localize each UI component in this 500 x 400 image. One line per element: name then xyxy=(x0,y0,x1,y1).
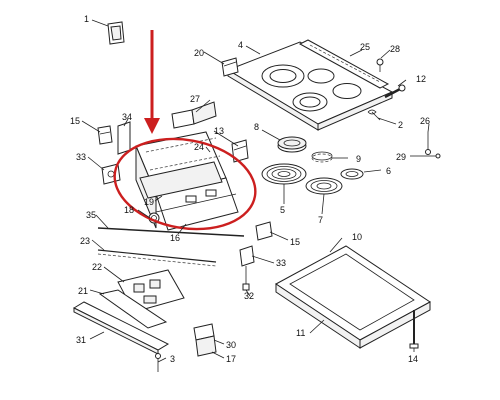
callout-2: 2 xyxy=(398,120,403,130)
part-6-element xyxy=(340,168,364,180)
part-5-coil xyxy=(261,163,307,185)
part-21-plate xyxy=(98,289,168,329)
part-4-cooktop xyxy=(226,41,394,131)
callout-21: 21 xyxy=(78,286,88,296)
highlight-arrow xyxy=(144,30,160,134)
callout-26: 26 xyxy=(420,116,430,126)
part-31-trim xyxy=(72,301,170,355)
part-15-bracket-right xyxy=(255,221,273,241)
part-15-bracket-left xyxy=(97,125,113,145)
part-34-bracket xyxy=(117,121,131,155)
part-9-ring xyxy=(311,151,333,163)
callout-5: 5 xyxy=(280,205,285,215)
callout-15-right: 15 xyxy=(290,237,300,247)
callout-16: 16 xyxy=(170,233,180,243)
callout-35: 35 xyxy=(86,210,96,220)
callout-4: 4 xyxy=(238,40,243,50)
callout-1: 1 xyxy=(84,14,89,24)
part-8-element xyxy=(277,136,307,153)
callout-28: 28 xyxy=(390,44,400,54)
part-17-switch xyxy=(195,335,217,357)
part-23-rod xyxy=(97,249,217,267)
callout-29: 29 xyxy=(396,152,406,162)
callout-31: 31 xyxy=(76,335,86,345)
callout-11: 11 xyxy=(296,328,305,338)
callout-34: 34 xyxy=(122,112,132,122)
leader-lines xyxy=(81,19,430,363)
callout-22: 22 xyxy=(92,262,102,272)
callout-32: 32 xyxy=(244,291,254,301)
part-33-switch-right xyxy=(239,245,255,290)
callout-7: 7 xyxy=(318,215,323,225)
callout-25: 25 xyxy=(360,42,370,52)
callout-30: 30 xyxy=(226,340,236,350)
callout-12: 12 xyxy=(416,74,426,84)
callout-33-right: 33 xyxy=(276,258,286,268)
part-7-coil xyxy=(305,177,343,195)
part-20-bracket xyxy=(221,57,239,77)
part-35-rod xyxy=(97,227,245,237)
callout-15-left: 15 xyxy=(70,116,80,126)
callout-19: 19 xyxy=(144,197,154,207)
part-12-bolt xyxy=(384,84,406,99)
callout-labels: 1 2 3 4 5 6 7 8 9 10 11 12 13 14 15 15 1… xyxy=(70,14,430,364)
callout-6: 6 xyxy=(386,166,391,176)
callout-9: 9 xyxy=(356,154,361,164)
callout-3: 3 xyxy=(170,354,175,364)
callout-24: 24 xyxy=(194,142,204,152)
control-panel-assembly xyxy=(135,131,239,231)
part-26-clip xyxy=(425,132,431,155)
part-1-bracket xyxy=(107,21,125,45)
part-32-bolt xyxy=(242,283,250,291)
part-27-bracket xyxy=(171,101,217,129)
callout-20: 20 xyxy=(194,48,204,58)
part-10-box xyxy=(275,245,431,349)
callout-33-left: 33 xyxy=(76,152,86,162)
callout-14: 14 xyxy=(408,354,418,364)
callout-8: 8 xyxy=(254,122,259,132)
highlight-ellipse xyxy=(113,137,257,231)
callout-18: 18 xyxy=(124,205,134,215)
callout-17: 17 xyxy=(226,354,236,364)
callout-13: 13 xyxy=(214,126,224,136)
part-2-clip xyxy=(367,109,381,121)
callout-27: 27 xyxy=(190,94,200,104)
part-29-screw xyxy=(424,153,441,159)
callout-10: 10 xyxy=(352,232,362,242)
part-25-trim xyxy=(298,39,390,89)
part-3-screw xyxy=(155,353,161,372)
part-28-screw xyxy=(376,58,384,72)
callout-23: 23 xyxy=(80,236,90,246)
